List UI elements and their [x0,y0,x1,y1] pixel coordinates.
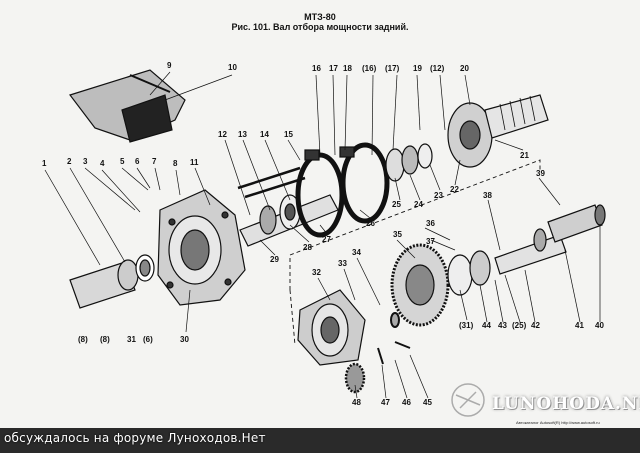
callout: 4 [100,159,105,168]
callout: 44 [482,321,491,330]
callout: 31 [127,335,136,344]
callout: (25) [512,321,527,330]
part-housing-30 [157,189,246,306]
callout: 17 [329,64,338,73]
callout: 14 [260,130,269,139]
callout: 42 [531,321,540,330]
part-shaft-1 [69,254,155,309]
callout: 12 [218,130,227,139]
callout: 41 [575,321,584,330]
callout: 37 [426,237,435,246]
callout: 45 [423,398,432,407]
callout: 46 [402,398,411,407]
callout: 8 [173,159,178,168]
callout: 2 [67,157,72,166]
drawing-parts [44,69,606,417]
callout: 3 [83,157,88,166]
callout: 34 [352,248,361,257]
part-hub-20 [447,94,549,168]
callout: 22 [450,185,459,194]
callout: 9 [167,61,172,70]
callout: (17) [385,64,400,73]
callout: 26 [366,219,375,228]
callout-labels: 1 2 3 4 5 6 7 8 9 10 11 12 13 14 15 16 1… [42,61,604,407]
callout: 18 [343,64,352,73]
callout: (8) [78,335,88,344]
callout: 43 [498,321,507,330]
part-bearing-24 [385,143,433,182]
callout: 7 [152,157,157,166]
part-bolts-13-14 [237,166,306,199]
callout: 20 [460,64,469,73]
callout: 16 [312,64,321,73]
footer-text: обсуждалось на форуме Луноходов.Нет [4,431,266,445]
watermark-emblem [451,383,485,417]
callout: 27 [322,235,331,244]
part-guard-9 [69,69,186,143]
callout: 28 [303,243,312,252]
callout: (8) [100,335,110,344]
callout: 30 [180,335,189,344]
callout: 5 [120,157,125,166]
watermark-credit: Автокаталог Autosoft(R) http://www.autos… [516,420,600,425]
callout: (31) [459,321,474,330]
part-housing-32 [297,289,366,394]
callout: 1 [42,159,47,168]
callout: 32 [312,268,321,277]
watermark-brand: LUNOHODA.NET [492,394,640,414]
callout: 23 [434,191,443,200]
callout: 40 [595,321,604,330]
callout: 47 [381,398,390,407]
callout: 24 [414,200,423,209]
callout: 39 [536,169,545,178]
part-gear-35 [390,243,491,327]
callout: 15 [284,130,293,139]
callout: 38 [483,191,492,200]
part-shaft-41 [494,204,606,275]
callout: 25 [392,200,401,209]
part-shaft-29 [239,194,339,247]
callout: (16) [362,64,377,73]
callout: (6) [143,335,153,344]
callout: 10 [228,63,237,72]
callout: 36 [426,219,435,228]
callout: 19 [413,64,422,73]
part-pins-45 [377,312,411,365]
callout: 6 [135,157,140,166]
callout: 21 [520,151,529,160]
model-title: МТЗ-80 [304,12,336,22]
callout: (12) [430,64,445,73]
callout: 29 [270,255,279,264]
callout: 33 [338,259,347,268]
leader-lines [44,71,601,399]
callout: 48 [352,398,361,407]
callout: 35 [393,230,402,239]
callout: 13 [238,130,247,139]
callout: 11 [190,158,199,167]
footer-bar [0,428,640,453]
figure-caption: Рис. 101. Вал отбора мощности задний. [231,22,409,32]
